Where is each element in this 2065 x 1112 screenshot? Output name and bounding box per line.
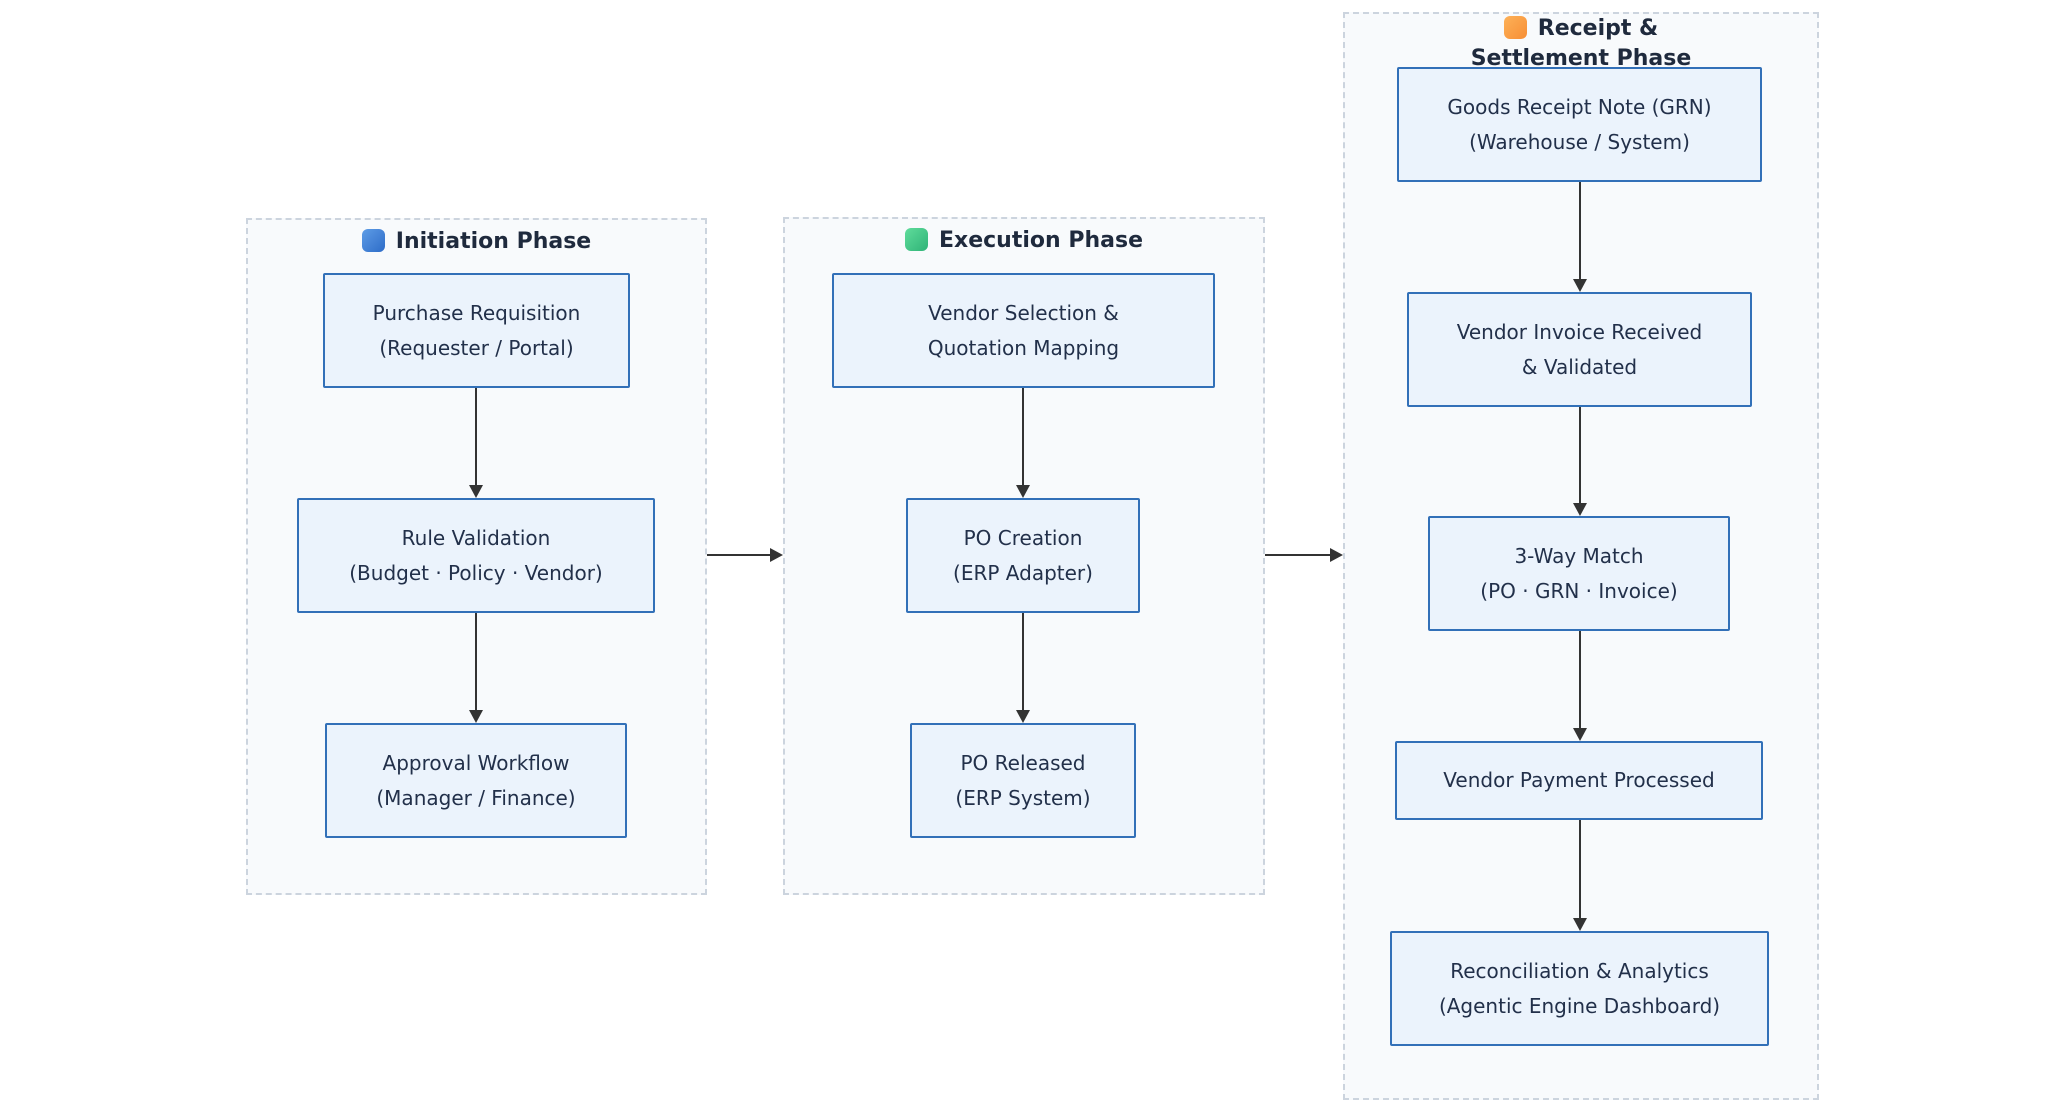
blue-square-icon — [361, 229, 385, 252]
arrow-shaft — [475, 613, 477, 711]
arrow-shaft — [1022, 613, 1024, 711]
arrow-po-creation-to-po-released — [1016, 613, 1030, 723]
arrow-execution-to-receipt-settlement — [1265, 548, 1343, 562]
node-reconciliation-analytics: Reconciliation & Analytics (Agentic Engi… — [1390, 931, 1769, 1046]
node-label-line: Vendor Invoice Received — [1456, 319, 1703, 344]
node-label-line: 3-Way Match — [1514, 543, 1644, 568]
arrow-grn-to-vendor-invoice — [1573, 182, 1587, 292]
phase-title-receipt-settlement: Receipt & Settlement Phase — [1431, 14, 1731, 74]
node-label-line: (ERP System) — [955, 785, 1091, 810]
arrowhead-down-icon — [1573, 279, 1587, 292]
node-label-line: (PO · GRN · Invoice) — [1480, 578, 1678, 603]
node-label-line: (Warehouse / System) — [1469, 129, 1690, 154]
phase-title-text: Receipt & Settlement Phase — [1470, 16, 1692, 71]
green-square-icon — [905, 228, 928, 251]
node-label-line: Vendor Selection & — [928, 300, 1119, 325]
arrow-vendor-payment-to-reconciliation — [1573, 820, 1587, 931]
node-label-line: Vendor Payment Processed — [1443, 768, 1715, 792]
arrow-shaft — [1579, 631, 1581, 729]
node-po-creation: PO Creation (ERP Adapter) — [906, 498, 1140, 613]
node-po-released: PO Released (ERP System) — [910, 723, 1136, 838]
phase-title-text: Initiation Phase — [395, 229, 592, 254]
node-label-line: (Budget · Policy · Vendor) — [349, 560, 603, 585]
node-vendor-payment-processed: Vendor Payment Processed — [1395, 741, 1763, 820]
arrow-purchase-requisition-to-rule-validation — [469, 388, 483, 498]
arrow-vendor-selection-to-po-creation — [1016, 388, 1030, 498]
arrow-shaft — [1579, 182, 1581, 280]
node-rule-validation: Rule Validation (Budget · Policy · Vendo… — [297, 498, 655, 613]
phase-title-execution: Execution Phase — [783, 226, 1265, 256]
node-label-line: Goods Receipt Note (GRN) — [1447, 94, 1712, 119]
arrow-shaft — [475, 388, 477, 486]
arrowhead-down-icon — [469, 485, 483, 498]
node-label-line: & Validated — [1521, 354, 1638, 379]
node-label-line: (ERP Adapter) — [953, 560, 1093, 585]
node-label-line: Approval Workflow — [382, 750, 570, 775]
phase-title-text: Execution Phase — [939, 228, 1143, 253]
arrowhead-down-icon — [1573, 918, 1587, 931]
node-label-line: Quotation Mapping — [927, 335, 1120, 360]
arrowhead-down-icon — [469, 710, 483, 723]
arrowhead-down-icon — [1573, 503, 1587, 516]
arrow-shaft — [1265, 554, 1331, 556]
node-label-line: Reconciliation & Analytics — [1450, 958, 1709, 983]
phase-title-initiation: Initiation Phase — [246, 227, 707, 257]
arrow-initiation-to-execution — [707, 548, 783, 562]
arrow-shaft — [1022, 388, 1024, 486]
arrowhead-down-icon — [1016, 710, 1030, 723]
node-purchase-requisition: Purchase Requisition (Requester / Portal… — [323, 273, 630, 388]
node-vendor-selection-quotation-mapping: Vendor Selection & Quotation Mapping — [832, 273, 1215, 388]
node-label-line: (Requester / Portal) — [379, 335, 574, 360]
node-goods-receipt-note: Goods Receipt Note (GRN) (Warehouse / Sy… — [1397, 67, 1762, 182]
arrow-rule-validation-to-approval-workflow — [469, 613, 483, 723]
arrowhead-down-icon — [1016, 485, 1030, 498]
orange-square-icon — [1503, 16, 1527, 39]
arrowhead-right-icon — [1330, 548, 1343, 562]
node-three-way-match: 3-Way Match (PO · GRN · Invoice) — [1428, 516, 1730, 631]
arrow-three-way-match-to-vendor-payment — [1573, 631, 1587, 741]
node-label-line: Rule Validation — [401, 525, 551, 550]
node-label-line: PO Creation — [963, 525, 1083, 550]
node-vendor-invoice-received: Vendor Invoice Received & Validated — [1407, 292, 1752, 407]
arrowhead-down-icon — [1573, 728, 1587, 741]
node-label-line: (Manager / Finance) — [376, 785, 576, 810]
arrow-shaft — [707, 554, 771, 556]
arrow-vendor-invoice-to-three-way-match — [1573, 406, 1587, 516]
node-label-line: (Agentic Engine Dashboard) — [1438, 993, 1721, 1018]
node-label-line: PO Released — [960, 750, 1086, 775]
arrow-shaft — [1579, 406, 1581, 504]
arrowhead-right-icon — [770, 548, 783, 562]
node-label-line: Purchase Requisition — [372, 300, 581, 325]
node-approval-workflow: Approval Workflow (Manager / Finance) — [325, 723, 627, 838]
arrow-shaft — [1579, 820, 1581, 919]
